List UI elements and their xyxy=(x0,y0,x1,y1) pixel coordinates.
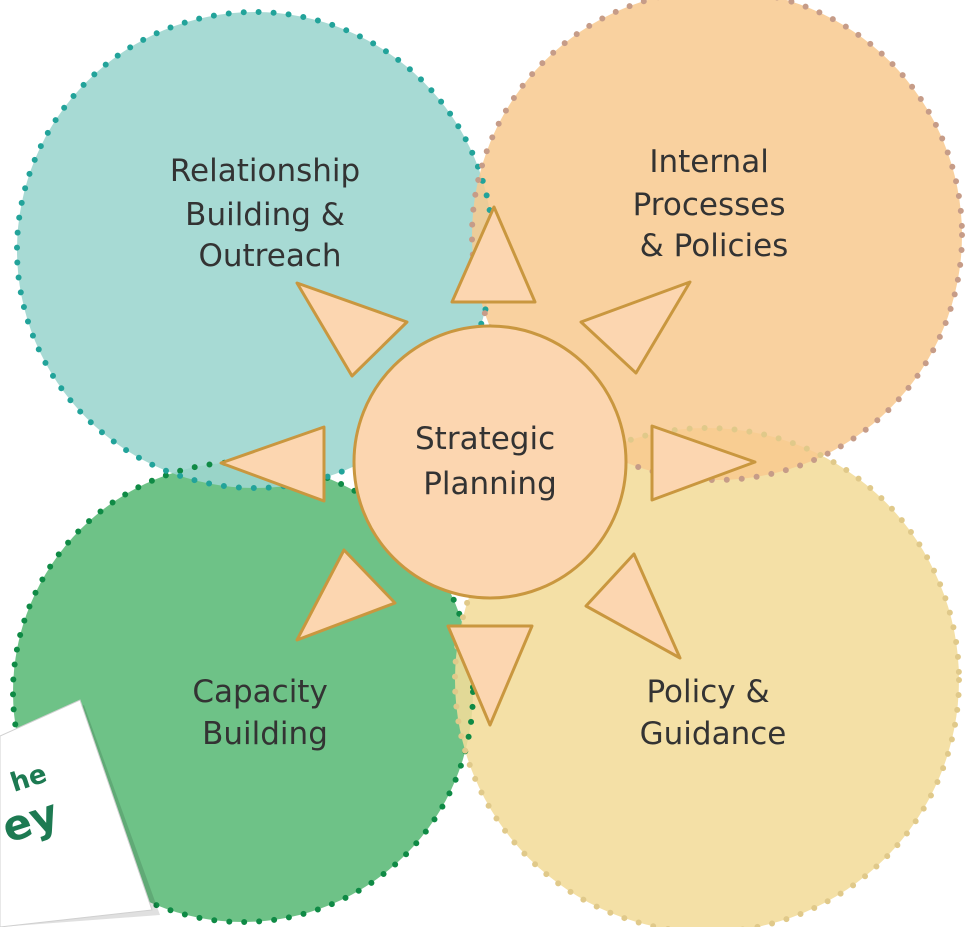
capacity-building-label-line2: Building xyxy=(202,716,328,752)
ray-up-right xyxy=(579,280,692,375)
document-fragment: he ey xyxy=(0,699,160,927)
relationship-building-label: Relationship Building & Outreach xyxy=(170,153,370,274)
relationship-building-label-line1: Relationship xyxy=(170,153,360,189)
ray-up xyxy=(450,205,537,304)
capacity-building-dotted-outline xyxy=(10,459,476,925)
internal-processes-circle xyxy=(472,0,962,480)
center-label-line1: Strategic xyxy=(415,421,555,457)
ray-left xyxy=(219,425,326,503)
ray-down-left xyxy=(295,548,397,642)
center-circle xyxy=(352,324,628,600)
ray-right xyxy=(650,424,757,502)
policy-guidance-label-line1: Policy & xyxy=(646,674,769,710)
capacity-building-label: Capacity Building xyxy=(192,674,337,752)
policy-guidance-label: Policy & Guidance xyxy=(640,674,787,752)
sun-rays xyxy=(219,205,757,727)
center-label: Strategic Planning xyxy=(415,421,565,502)
relationship-building-circle xyxy=(17,12,493,488)
internal-processes-label-line2: Processes xyxy=(633,187,786,223)
relationship-building-label-line2: Building & xyxy=(185,197,345,233)
relationship-building-label-line3: Outreach xyxy=(198,238,341,274)
internal-processes-dotted-outline xyxy=(469,0,965,483)
policy-guidance-label-line2: Guidance xyxy=(640,716,787,752)
internal-processes-label-line3: & Policies xyxy=(640,228,789,264)
internal-processes-label-line1: Internal xyxy=(649,144,768,180)
document-page xyxy=(0,699,153,927)
internal-processes-label: Internal Processes & Policies xyxy=(633,144,796,264)
center-label-line2: Planning xyxy=(423,466,557,502)
ray-up-left xyxy=(295,281,409,378)
ray-down-right xyxy=(584,552,682,660)
policy-guidance-dotted-outline xyxy=(452,425,962,927)
capacity-building-label-line1: Capacity xyxy=(192,674,327,710)
ray-down xyxy=(446,624,534,727)
